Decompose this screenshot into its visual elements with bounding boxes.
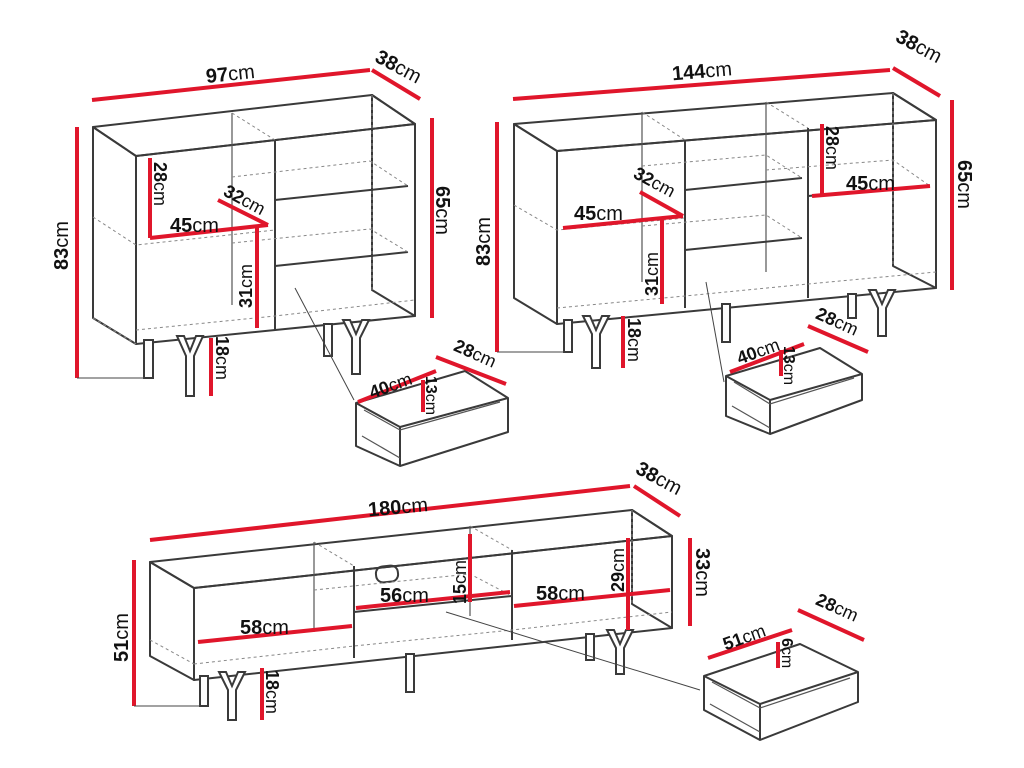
large-left-shelf-depth-label: 32cm <box>630 163 678 201</box>
small-lower-height-label: 31cm <box>236 264 256 308</box>
small-body-height-label: 65cm <box>431 186 453 235</box>
small-leg-height-label: 18cm <box>212 336 232 380</box>
large-sideboard-legs <box>563 289 897 369</box>
tv-drawer-height-label: 6cm <box>778 638 795 668</box>
small-drawer-width-label: 40cm <box>367 369 415 403</box>
tv-stand-dimension-lines <box>132 484 692 720</box>
large-lower-height-label: 31cm <box>642 252 662 296</box>
tv-body-height-label: 33cm <box>691 548 713 597</box>
tv-stand-legs <box>199 629 635 721</box>
large-right-shelf-height-label: 28cm <box>822 126 842 170</box>
tv-height-label: 51cm <box>111 613 133 662</box>
small-shelf-height-label: 28cm <box>150 162 170 206</box>
small-sideboard-dimension-lines <box>75 68 434 396</box>
tv-stand-body <box>149 509 673 681</box>
small-sideboard: 97cm 38cm 83cm 65cm 28cm 45cm 32cm 31cm … <box>51 46 509 467</box>
large-body-height-label: 65cm <box>953 160 975 209</box>
large-height-label: 83cm <box>473 217 495 266</box>
small-sideboard-drawer <box>294 287 509 467</box>
tv-right-width-label: 58cm <box>536 583 585 605</box>
large-depth-label: 38cm <box>892 26 946 68</box>
tv-drawer-width-label: 51cm <box>720 620 768 654</box>
large-drawer-height-label: 13cm <box>780 346 797 385</box>
large-leg-height-label: 18cm <box>624 318 644 362</box>
large-sideboard-drawer <box>705 281 869 435</box>
large-width-label: 144cm <box>671 58 733 85</box>
tv-stand-drawer <box>445 608 865 741</box>
large-sideboard: 144cm 38cm 83cm 65cm 28cm 45cm 45cm 32cm… <box>473 26 975 435</box>
tv-right-inner-height-label: 29cm <box>608 548 628 592</box>
large-sideboard-dimension-lines <box>495 66 954 368</box>
tv-stand: 180cm 38cm 51cm 33cm 58cm 56cm 15cm 58cm… <box>111 458 865 741</box>
tv-width-label: 180cm <box>367 494 429 521</box>
tv-center-shelf-height-label: 15cm <box>450 560 470 604</box>
large-right-shelf-width-label: 45cm <box>846 173 895 195</box>
small-sideboard-legs <box>143 319 371 397</box>
small-shelf-width-label: 45cm <box>170 215 219 237</box>
small-depth-label: 38cm <box>371 46 425 88</box>
tv-left-width-label: 58cm <box>240 617 289 639</box>
tv-center-width-label: 56cm <box>380 585 429 607</box>
large-left-shelf-width-label: 45cm <box>574 203 623 225</box>
small-drawer-height-label: 13cm <box>422 376 439 415</box>
large-sideboard-body <box>513 92 937 325</box>
tv-leg-height-label: 18cm <box>262 670 282 714</box>
tv-depth-label: 38cm <box>632 458 686 500</box>
small-height-label: 83cm <box>51 221 73 270</box>
small-width-label: 97cm <box>205 61 256 88</box>
